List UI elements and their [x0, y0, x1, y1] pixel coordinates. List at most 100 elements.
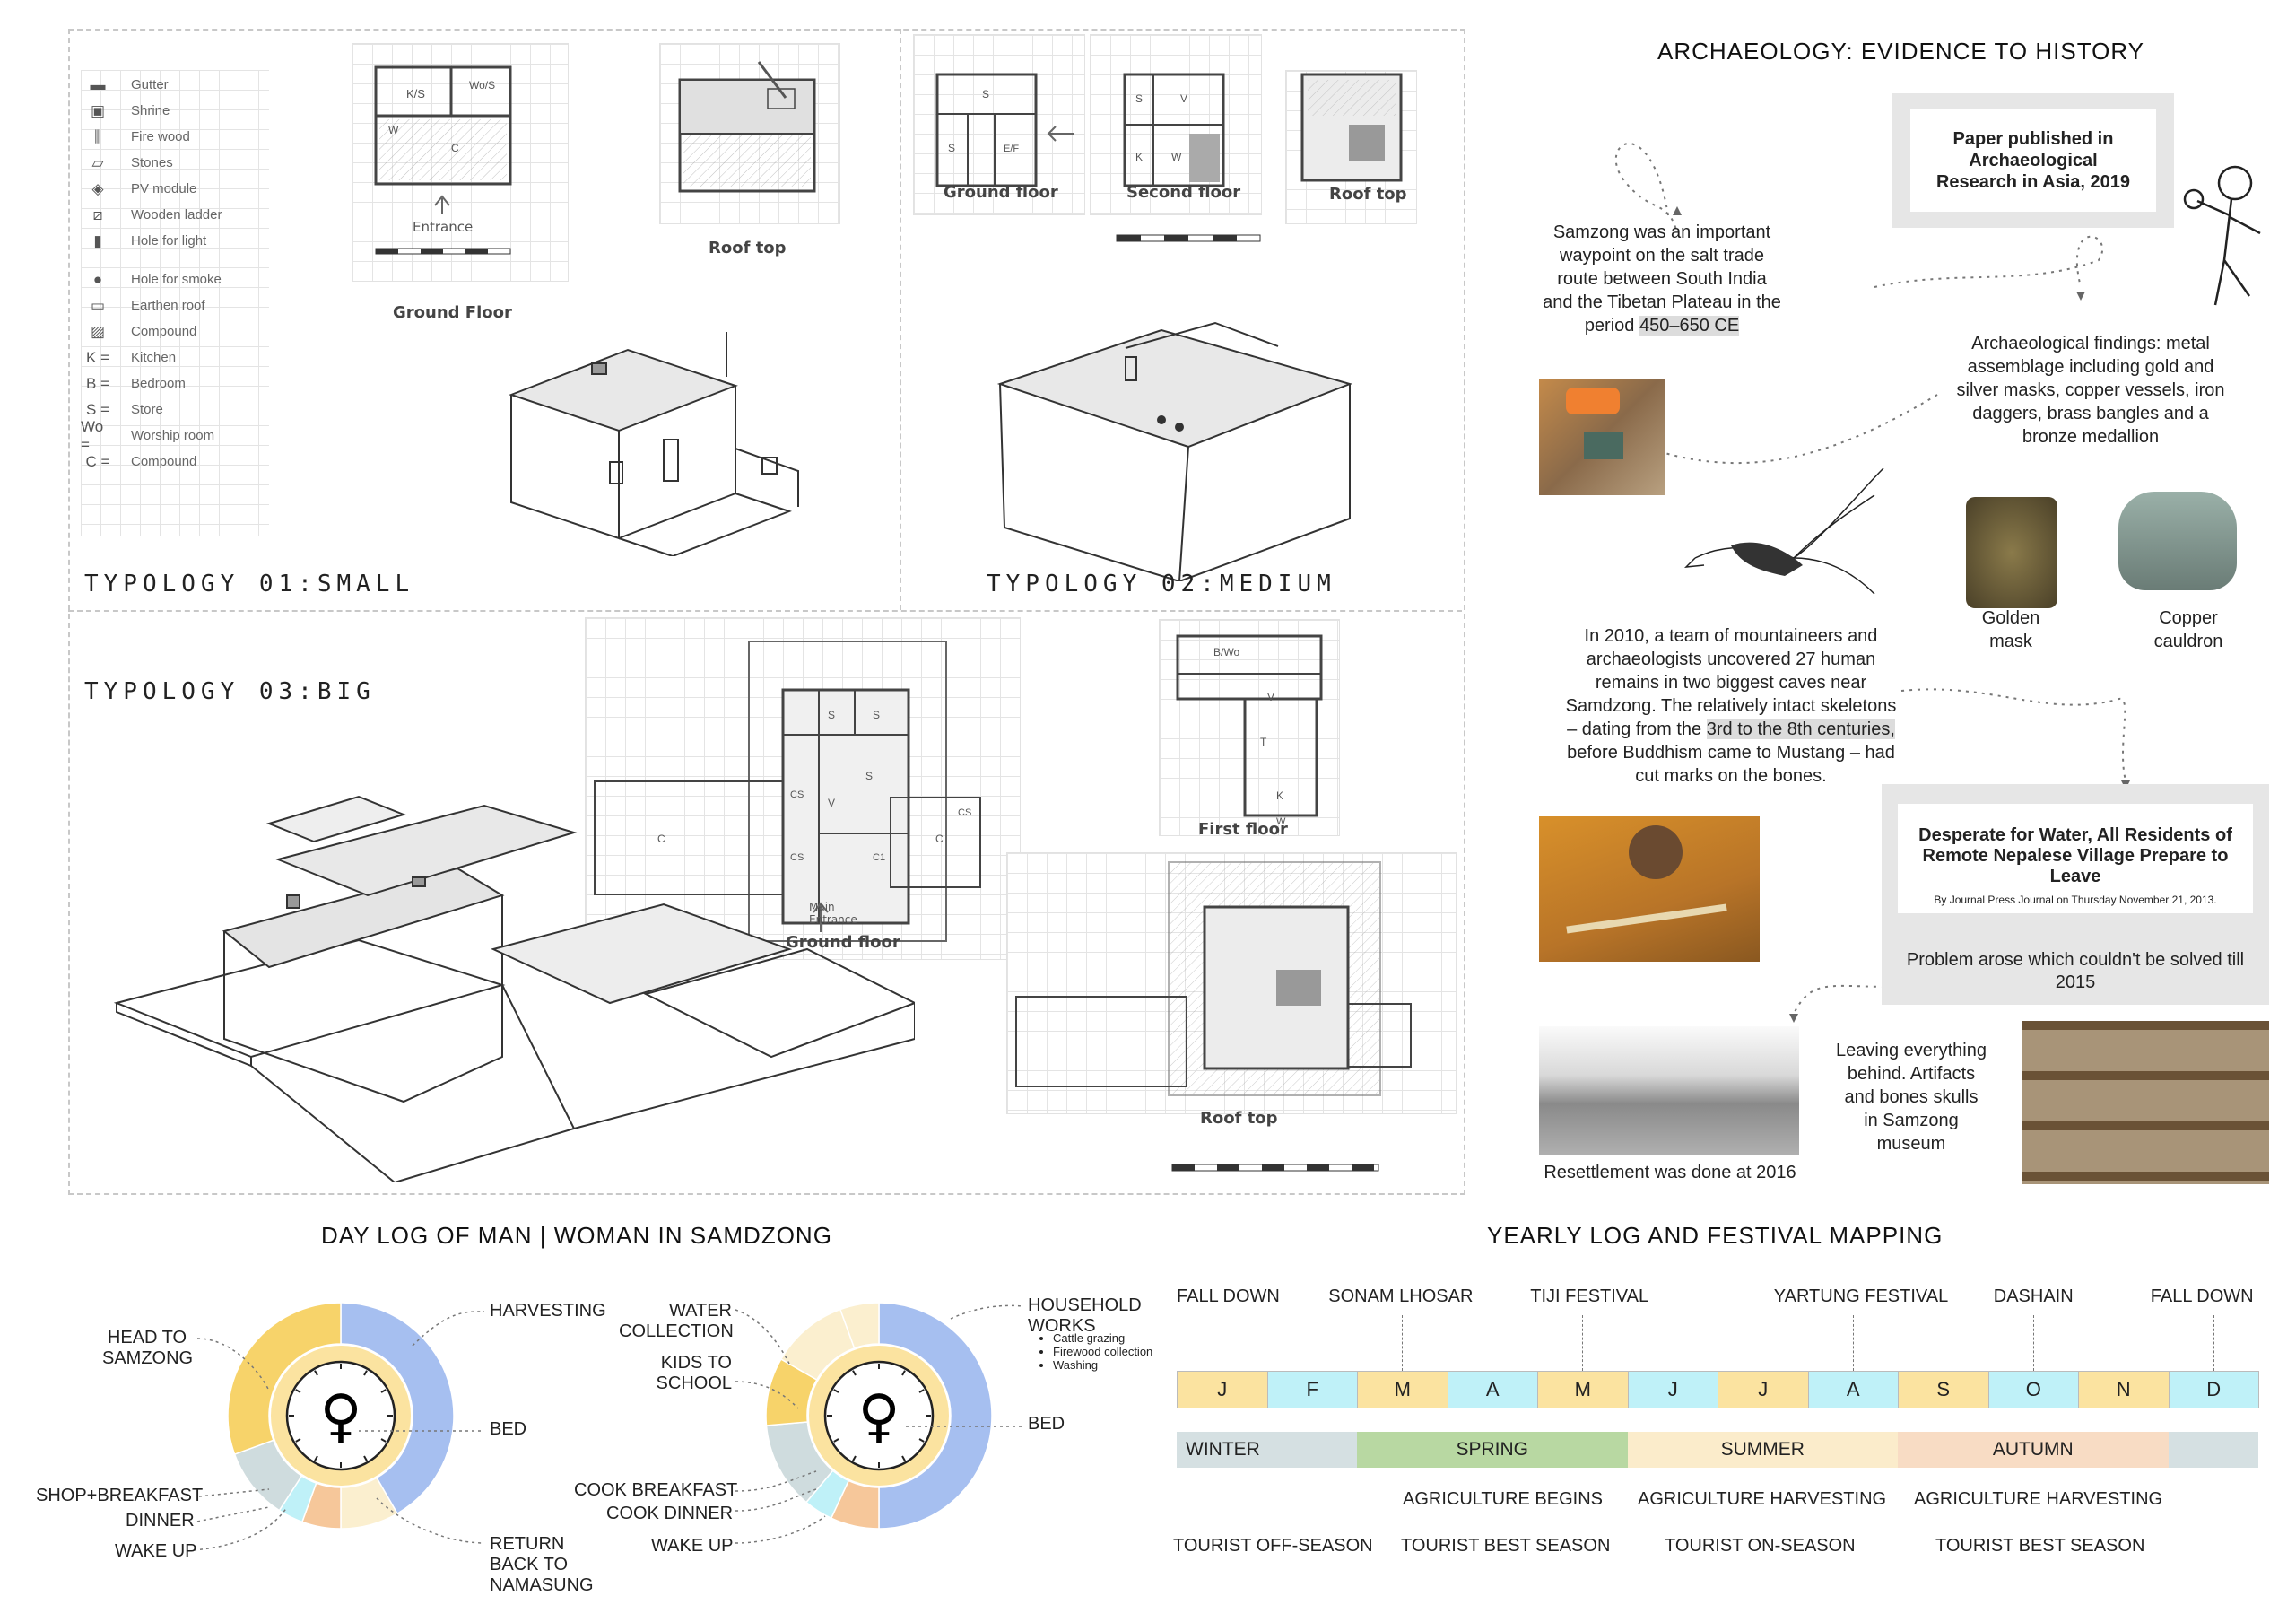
legend-row: K =Kitchen	[81, 344, 269, 371]
clock-tick	[918, 1438, 925, 1443]
svg-text:S: S	[828, 709, 835, 721]
month-cell: A	[1807, 1371, 1899, 1408]
caves-body-end: before Buddhism came to Mustang – had cu…	[1567, 743, 1895, 786]
legend-label: Compound	[131, 454, 197, 469]
clock-tick	[380, 1438, 387, 1443]
gutter-icon: ▬	[90, 75, 106, 93]
svg-text:S: S	[1135, 92, 1143, 105]
smoke-hole-icon: ●	[92, 270, 103, 288]
yearly-title: YEARLY LOG AND FESTIVAL MAPPING	[1487, 1222, 1944, 1249]
svg-text:K: K	[1276, 789, 1283, 802]
medium-scale-bar	[1116, 234, 1261, 242]
festival-marker	[2032, 1315, 2034, 1371]
day-log-leaders	[193, 1304, 1023, 1551]
household-item: Washing	[1053, 1358, 1161, 1372]
agri-harvest-autumn: AGRICULTURE HARVESTING	[1914, 1489, 2163, 1509]
museum-shelves-photo	[2022, 1021, 2269, 1184]
legend-row: ⧄Wooden ladder	[81, 202, 269, 228]
clock-tick	[314, 1455, 318, 1461]
divider-vertical	[900, 29, 901, 610]
legend-symbol: S =	[86, 400, 109, 418]
legend-label: Gutter	[131, 77, 169, 92]
big-ground-floor-label: Ground floor	[786, 933, 900, 952]
clock-tick	[852, 1370, 857, 1376]
resettlement-photo	[1539, 1026, 1799, 1155]
small-isometric-sketch	[509, 332, 799, 556]
big-scale-bar	[1171, 1164, 1379, 1172]
clock-tick	[833, 1389, 839, 1393]
woman-wake-label: WAKE UP	[651, 1536, 734, 1556]
typology-sheet	[68, 29, 1465, 1195]
woman-household-label: HOUSEHOLD WORKS	[1028, 1295, 1142, 1336]
legend-label: Shrine	[131, 103, 170, 118]
svg-text:K: K	[1135, 151, 1143, 163]
big-main-entrance-label: Main Entrance	[809, 901, 857, 926]
small-entrance-label: Entrance	[413, 219, 474, 235]
legend-symbol: B =	[86, 374, 109, 392]
legend-row: ▱Stones	[81, 150, 269, 176]
divider-horizontal	[68, 610, 1462, 612]
legend-label: Compound	[131, 324, 197, 339]
legend-row: ●Hole for smoke	[81, 266, 269, 292]
season-band	[2168, 1432, 2258, 1468]
month-cell: J	[1177, 1371, 1268, 1408]
tourist-on: TOURIST ON-SEASON	[1665, 1536, 1856, 1556]
month-cell: D	[2168, 1371, 2259, 1408]
caves-text: In 2010, a team of mountaineers and arch…	[1561, 624, 1901, 788]
clock-face-icon	[285, 1360, 396, 1471]
problem-text: Problem arose which couldn't be solved t…	[1906, 950, 2245, 992]
woman-kids-label: KIDS TO SCHOOL	[656, 1353, 732, 1393]
legend-list: ▬Gutter▣Shrine⫼Fire wood▱Stones◈PV modul…	[81, 70, 269, 475]
light-hole-icon: ▮	[93, 231, 102, 249]
svg-text:CS: CS	[790, 852, 804, 863]
festival-label: SONAM LHOSAR	[1328, 1286, 1474, 1306]
golden-mask-caption: Golden mask	[1981, 608, 2040, 651]
woman-day-donut: ♀	[765, 1302, 993, 1530]
legend-label: PV module	[131, 181, 197, 196]
legend-panel: ▬Gutter▣Shrine⫼Fire wood▱Stones◈PV modul…	[81, 70, 269, 536]
svg-text:C1: C1	[873, 852, 885, 863]
clock-tick	[833, 1438, 839, 1443]
tourist-best-spring: TOURIST BEST SEASON	[1401, 1536, 1611, 1556]
legend-label: Store	[131, 402, 163, 417]
tourist-off: TOURIST OFF-SEASON	[1173, 1536, 1373, 1556]
medium-roof-sheet	[1285, 70, 1417, 224]
season-band: SPRING	[1357, 1432, 1628, 1468]
big-ground-plan: S S S C CS CS V C1 C CS	[594, 641, 981, 942]
room-ks: K/S	[406, 87, 425, 100]
vulture-illustration	[1683, 467, 1884, 595]
clock-tick	[380, 1389, 387, 1393]
medium-second-sheet: S V K W	[1090, 34, 1262, 215]
legend-label: Hole for light	[131, 233, 207, 249]
woman-cookd-label: COOK DINNER	[606, 1504, 734, 1523]
month-cell: F	[1266, 1371, 1358, 1408]
legend-row: B = Bedroom	[81, 371, 269, 397]
household-item: Cattle grazing	[1053, 1331, 1161, 1345]
month-cell: N	[2078, 1371, 2170, 1408]
legend-label: Bedroom	[131, 376, 186, 391]
clock-tick	[295, 1438, 301, 1443]
legend-symbol: Wo =	[81, 417, 104, 453]
paper-card: Paper published in Archaeological Resear…	[1892, 93, 2174, 228]
medium-roof-plan	[1300, 73, 1403, 182]
woman-cookb-label: COOK BREAKFAST	[574, 1480, 738, 1500]
legend-row: ▬ Gutter	[81, 72, 269, 98]
firewood-icon: ⫼	[94, 127, 101, 145]
donut-segment	[227, 1302, 342, 1456]
svg-text:C: C	[935, 833, 944, 845]
small-ground-plan-sheet: K/S Wo/S W C	[352, 43, 569, 282]
woman-bed-label: BED	[1028, 1414, 1065, 1434]
big-roof-sheet	[1006, 852, 1457, 1114]
typology-small-title: TYPOLOGY 01:SMALL	[84, 571, 415, 597]
big-roof-plan	[1015, 861, 1412, 1096]
donut-segment	[878, 1302, 993, 1530]
medium-roof-label: Roof top	[1329, 185, 1407, 204]
medium-second-label: Second floor	[1126, 183, 1241, 202]
copper-cauldron-photo	[2118, 492, 2237, 590]
legend-label: Kitchen	[131, 350, 177, 365]
festival-label: TIJI FESTIVAL	[1530, 1286, 1649, 1306]
finding-hands-photo	[1539, 379, 1665, 495]
season-band: SUMMER	[1627, 1432, 1898, 1468]
medium-ground-plan: S S E/F	[935, 73, 1074, 187]
